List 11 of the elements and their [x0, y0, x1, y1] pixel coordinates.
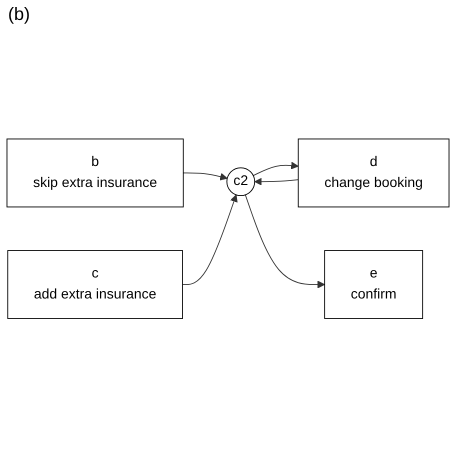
node-box: d change booking [298, 138, 450, 208]
arrow [252, 162, 299, 176]
arrow [182, 172, 228, 181]
node-box: e confirm [324, 250, 424, 320]
arrow [182, 194, 238, 286]
panel-label: (b) [8, 4, 30, 24]
arrow [244, 194, 325, 289]
node-box: c add extra insurance [7, 250, 183, 320]
node-circle: c2 [226, 168, 256, 196]
node-box: b skip extra insurance [6, 138, 184, 208]
arrow [254, 178, 299, 186]
